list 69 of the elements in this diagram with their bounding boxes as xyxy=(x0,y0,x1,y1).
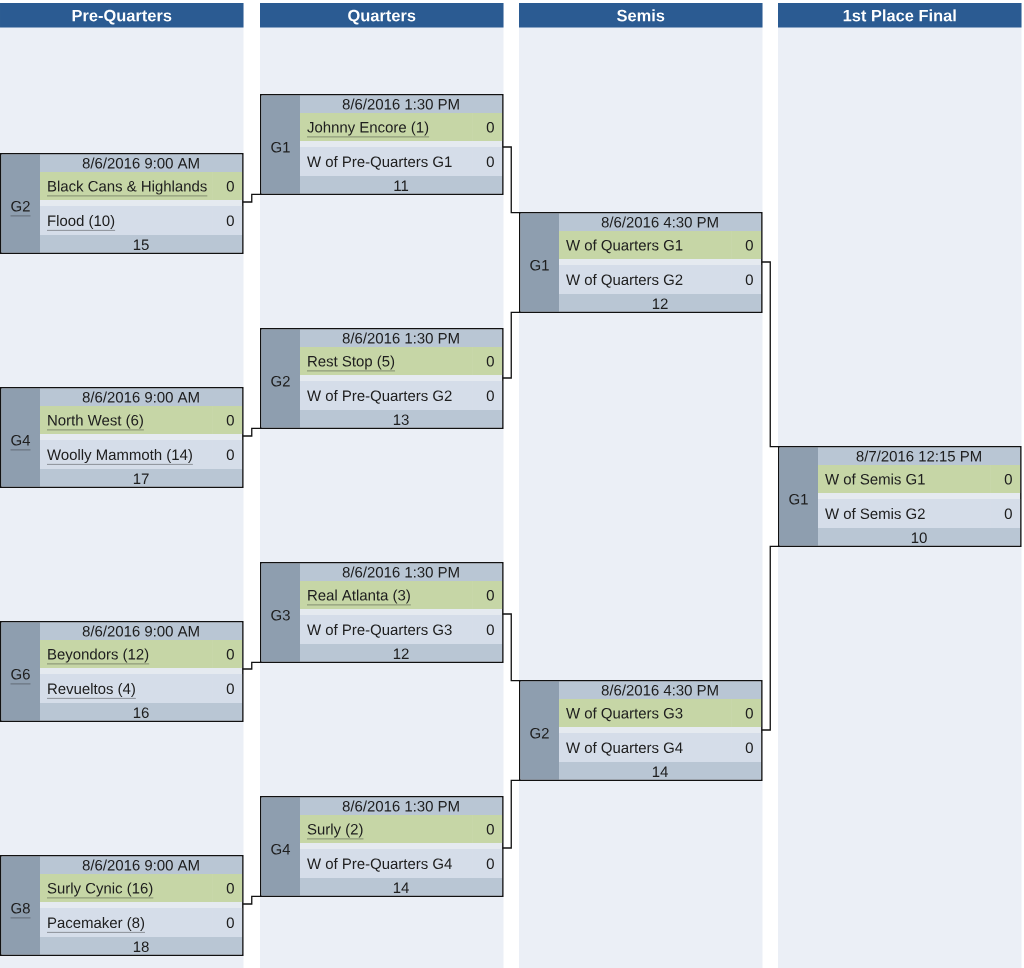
bracket-line xyxy=(502,311,521,379)
score: 0 xyxy=(990,465,1021,493)
date-time: 8/6/2016 9:00 AM xyxy=(40,154,243,172)
score: 0 xyxy=(212,440,243,469)
bracket-line xyxy=(242,427,262,437)
game-label: G4 xyxy=(261,797,300,896)
score: 0 xyxy=(731,231,762,259)
date-time: 8/7/2016 12:15 PM xyxy=(818,447,1021,465)
date-time: 8/6/2016 9:00 AM xyxy=(40,856,243,874)
footer-number: 10 xyxy=(818,528,1021,546)
score: 0 xyxy=(212,640,243,668)
score: 0 xyxy=(731,265,762,294)
footer-number: 14 xyxy=(559,762,762,780)
score: 0 xyxy=(472,849,503,878)
date-time: 8/6/2016 9:00 AM xyxy=(40,622,243,640)
bracket-line xyxy=(242,661,262,670)
score: 0 xyxy=(472,347,503,375)
game-label: G1 xyxy=(261,95,300,194)
bracket-line xyxy=(761,545,780,731)
footer-number: 11 xyxy=(300,176,503,194)
score: 0 xyxy=(731,733,762,762)
game-label: G6 xyxy=(1,622,40,721)
game-label: G2 xyxy=(261,329,300,428)
date-time: 8/6/2016 1:30 PM xyxy=(300,329,503,347)
date-time: 8/6/2016 1:30 PM xyxy=(300,563,503,581)
score: 0 xyxy=(212,908,243,937)
score: 0 xyxy=(731,699,762,727)
score: 0 xyxy=(212,172,243,200)
score: 0 xyxy=(212,674,243,703)
score: 0 xyxy=(472,147,503,176)
bracket-line xyxy=(761,261,780,448)
bracket-line xyxy=(502,146,521,214)
game-label: G2 xyxy=(520,681,559,780)
game-label: G1 xyxy=(520,213,559,312)
score: 0 xyxy=(472,615,503,644)
bracket-line xyxy=(502,779,521,849)
footer-number: 12 xyxy=(300,644,503,662)
footer-number: 15 xyxy=(40,235,243,253)
column-header: Quarters xyxy=(260,3,504,28)
footer-number: 16 xyxy=(40,703,243,721)
score: 0 xyxy=(212,206,243,235)
score: 0 xyxy=(212,874,243,902)
score: 0 xyxy=(472,581,503,609)
score: 0 xyxy=(472,815,503,843)
score: 0 xyxy=(212,406,243,434)
bracket-line xyxy=(242,193,262,203)
score: 0 xyxy=(472,381,503,410)
game-label: G8 xyxy=(1,856,40,955)
date-time: 8/6/2016 4:30 PM xyxy=(559,213,762,231)
date-time: 8/6/2016 1:30 PM xyxy=(300,95,503,113)
date-time: 8/6/2016 1:30 PM xyxy=(300,797,503,815)
column-header: 1st Place Final xyxy=(778,3,1022,28)
column-header: Semis xyxy=(519,3,763,28)
footer-number: 18 xyxy=(40,937,243,955)
bracket-line xyxy=(242,895,262,905)
footer-number: 13 xyxy=(300,410,503,428)
game-label: G2 xyxy=(1,154,40,253)
score: 0 xyxy=(990,499,1021,528)
game-label: G4 xyxy=(1,388,40,487)
bracket-line xyxy=(502,613,521,682)
footer-number: 12 xyxy=(559,294,762,312)
date-time: 8/6/2016 9:00 AM xyxy=(40,388,243,406)
footer-number: 14 xyxy=(300,878,503,896)
column-header: Pre-Quarters xyxy=(0,3,244,28)
footer-number: 17 xyxy=(40,469,243,487)
date-time: 8/6/2016 4:30 PM xyxy=(559,681,762,699)
game-label: G3 xyxy=(261,563,300,662)
game-label: G1 xyxy=(779,447,818,546)
score: 0 xyxy=(472,113,503,141)
